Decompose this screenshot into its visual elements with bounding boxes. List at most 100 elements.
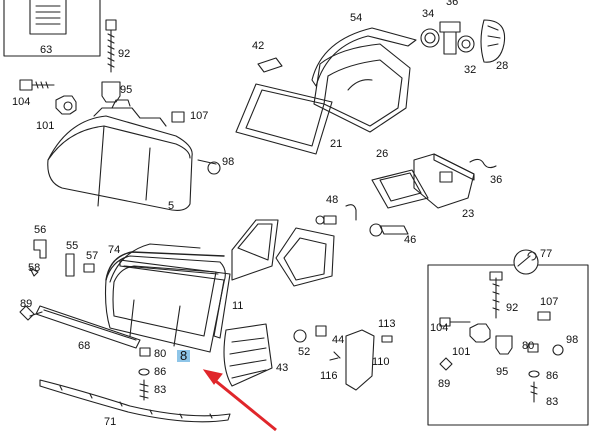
callout-92-inset: 92 <box>506 302 519 314</box>
callout-55: 55 <box>66 240 79 252</box>
clip-42 <box>257 57 283 73</box>
callout-110: 110 <box>372 356 390 368</box>
screw-116 <box>329 351 341 361</box>
callout-46: 46 <box>404 234 417 246</box>
bulb-52 <box>293 329 307 343</box>
socket-44 <box>315 325 327 337</box>
callout-68: 68 <box>78 340 91 352</box>
lens-reflector-set <box>231 219 335 287</box>
bracket-55 <box>65 253 75 277</box>
callout-21: 21 <box>330 138 343 150</box>
gasket-26 <box>371 169 429 209</box>
nut-101 <box>55 95 77 115</box>
callout-28: 28 <box>496 60 509 72</box>
callout-104: 104 <box>12 96 31 108</box>
inset-screw-83 <box>530 381 538 403</box>
trim-strip-54 <box>311 27 417 87</box>
callout-116: 116 <box>320 370 338 382</box>
callout-36: 36 <box>446 0 459 8</box>
bracket-56 <box>33 239 47 259</box>
callout-26: 26 <box>376 148 389 160</box>
washer-86 <box>138 368 150 376</box>
callout-104-inset: 104 <box>430 322 449 334</box>
control-unit-23 <box>413 153 475 209</box>
callout-23: 23 <box>462 208 475 220</box>
callout-95-inset: 95 <box>496 366 509 378</box>
clip-57 <box>83 263 95 273</box>
callout-42: 42 <box>252 40 265 52</box>
spring-clip-36 <box>469 158 497 169</box>
callout-98: 98 <box>222 156 235 168</box>
callout-86: 86 <box>154 366 167 378</box>
callout-63: 63 <box>40 44 53 56</box>
frame-21 <box>235 43 411 155</box>
inset-clip-80 <box>527 343 539 353</box>
seal-strip-71 <box>39 379 231 423</box>
callout-34: 34 <box>422 8 435 20</box>
clip-80 <box>139 347 151 357</box>
callout-71: 71 <box>104 416 117 428</box>
screw-104 <box>19 79 55 91</box>
callout-44: 44 <box>332 334 345 346</box>
callout-77: 77 <box>540 248 553 260</box>
inset-screw-104 <box>439 317 471 327</box>
callout-101: 101 <box>36 120 55 132</box>
bulb-48 <box>315 204 357 225</box>
callout-58: 58 <box>28 262 41 274</box>
callout-107-inset: 107 <box>540 296 559 308</box>
callout-95: 95 <box>120 84 133 96</box>
callout-54: 54 <box>350 12 363 24</box>
callout-89: 89 <box>20 298 33 310</box>
inset-clip-107 <box>537 311 551 321</box>
inset-frame-77 <box>427 264 589 426</box>
callout-74: 74 <box>108 244 121 256</box>
bracket-110 <box>345 329 375 391</box>
pointer-arrow <box>202 369 277 432</box>
manual-booklet <box>29 0 67 35</box>
callout-98-inset: 98 <box>566 334 579 346</box>
callout-83: 83 <box>154 384 167 396</box>
inset-screw-98 <box>552 344 564 356</box>
callout-101-inset: 101 <box>452 346 471 358</box>
callout-52: 52 <box>298 346 311 358</box>
callout-43: 43 <box>276 362 289 374</box>
clip-107 <box>171 111 185 123</box>
headlamp-housing-5 <box>47 99 193 211</box>
inset-frame-63 <box>3 0 101 57</box>
callout-80-inset: 80 <box>522 340 535 352</box>
bulb-46 <box>369 223 409 237</box>
callout-48: 48 <box>326 194 339 206</box>
bulb-cap-36 <box>439 21 461 55</box>
callout-8-highlighted[interactable]: 8 <box>177 349 191 362</box>
ring-32 <box>457 35 475 53</box>
clip-95 <box>101 81 121 103</box>
clip-58 <box>29 267 39 277</box>
callout-5: 5 <box>168 200 175 212</box>
seal-74 <box>109 243 201 283</box>
inset-screw-89 <box>439 357 453 371</box>
inset-washer-86 <box>528 370 540 378</box>
callout-107: 107 <box>190 110 209 122</box>
callout-32: 32 <box>464 64 477 76</box>
screw-83 <box>139 379 149 401</box>
clip-113 <box>381 335 393 343</box>
callout-56: 56 <box>34 224 47 236</box>
inset-screw-92 <box>492 277 500 319</box>
turn-signal-43 <box>223 323 273 387</box>
callout-89-inset: 89 <box>438 378 451 390</box>
callout-11: 11 <box>232 300 244 312</box>
callout-80: 80 <box>154 348 167 360</box>
callout-36-spring: 36 <box>490 174 503 186</box>
seal-ring-34 <box>420 28 440 48</box>
callout-86-inset: 86 <box>546 370 559 382</box>
cap-28 <box>480 19 506 63</box>
wrench-icon-77 <box>513 249 539 275</box>
callout-113: 113 <box>378 318 396 330</box>
screw-98 <box>197 159 221 175</box>
trim-strip-68 <box>35 305 141 349</box>
frame-11 <box>119 259 231 339</box>
inset-nut-101 <box>469 323 491 343</box>
callout-83-inset: 83 <box>546 396 559 408</box>
